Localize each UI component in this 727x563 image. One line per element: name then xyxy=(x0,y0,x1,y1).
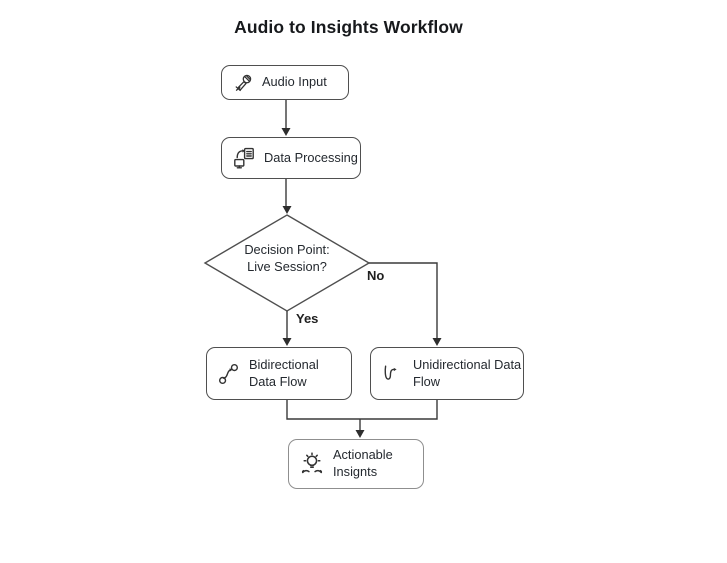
label-line-2: Insignts xyxy=(333,464,378,479)
one-way-curve-icon xyxy=(384,365,397,380)
edge-processing-to-decision xyxy=(282,179,292,214)
edge-label-yes: Yes xyxy=(296,311,319,326)
label-line-1: Actionable xyxy=(333,447,393,463)
microphone-icon xyxy=(235,74,252,91)
node-unidirectional-flow: Unidirectional Data Flow xyxy=(370,347,524,400)
edge-yes-branch xyxy=(282,311,292,346)
swap-arrows-icon xyxy=(218,363,239,384)
node-decision: Decision Point: Live Session? xyxy=(222,241,352,276)
lightbulb-hands-icon xyxy=(301,452,323,474)
node-bidirectional-flow: Bidirectional Data Flow xyxy=(206,347,352,400)
node-actionable-insights: Actionable Insignts xyxy=(288,439,424,489)
label-line-1: Bidirectional xyxy=(249,356,319,372)
label-line-1: Unidirectional Data xyxy=(413,356,522,372)
node-audio-input: Audio Input xyxy=(221,65,349,100)
label-line-2: Flow xyxy=(413,373,441,389)
edge-audio-to-processing xyxy=(281,100,291,136)
diagram-title: Audio to Insights Workflow xyxy=(234,17,463,37)
device-document-sync-icon xyxy=(234,147,254,169)
edge-label-no: No xyxy=(367,268,385,283)
edge-no-branch xyxy=(369,262,442,346)
node-label: Audio Input xyxy=(262,74,327,90)
label-line-2: Data Flow xyxy=(249,373,307,389)
decision-line-1: Decision Point: xyxy=(244,242,330,257)
decision-line-2: Live Session? xyxy=(247,259,327,275)
node-label: Bidirectional Data Flow xyxy=(249,357,319,390)
node-label: Actionable Insignts xyxy=(333,447,393,480)
edge-merge-to-insights xyxy=(286,400,438,438)
node-label: Data Processing xyxy=(264,149,358,165)
node-label: Unidirectional Data Flow xyxy=(413,357,521,390)
node-data-processing: Data Processing xyxy=(221,137,361,179)
